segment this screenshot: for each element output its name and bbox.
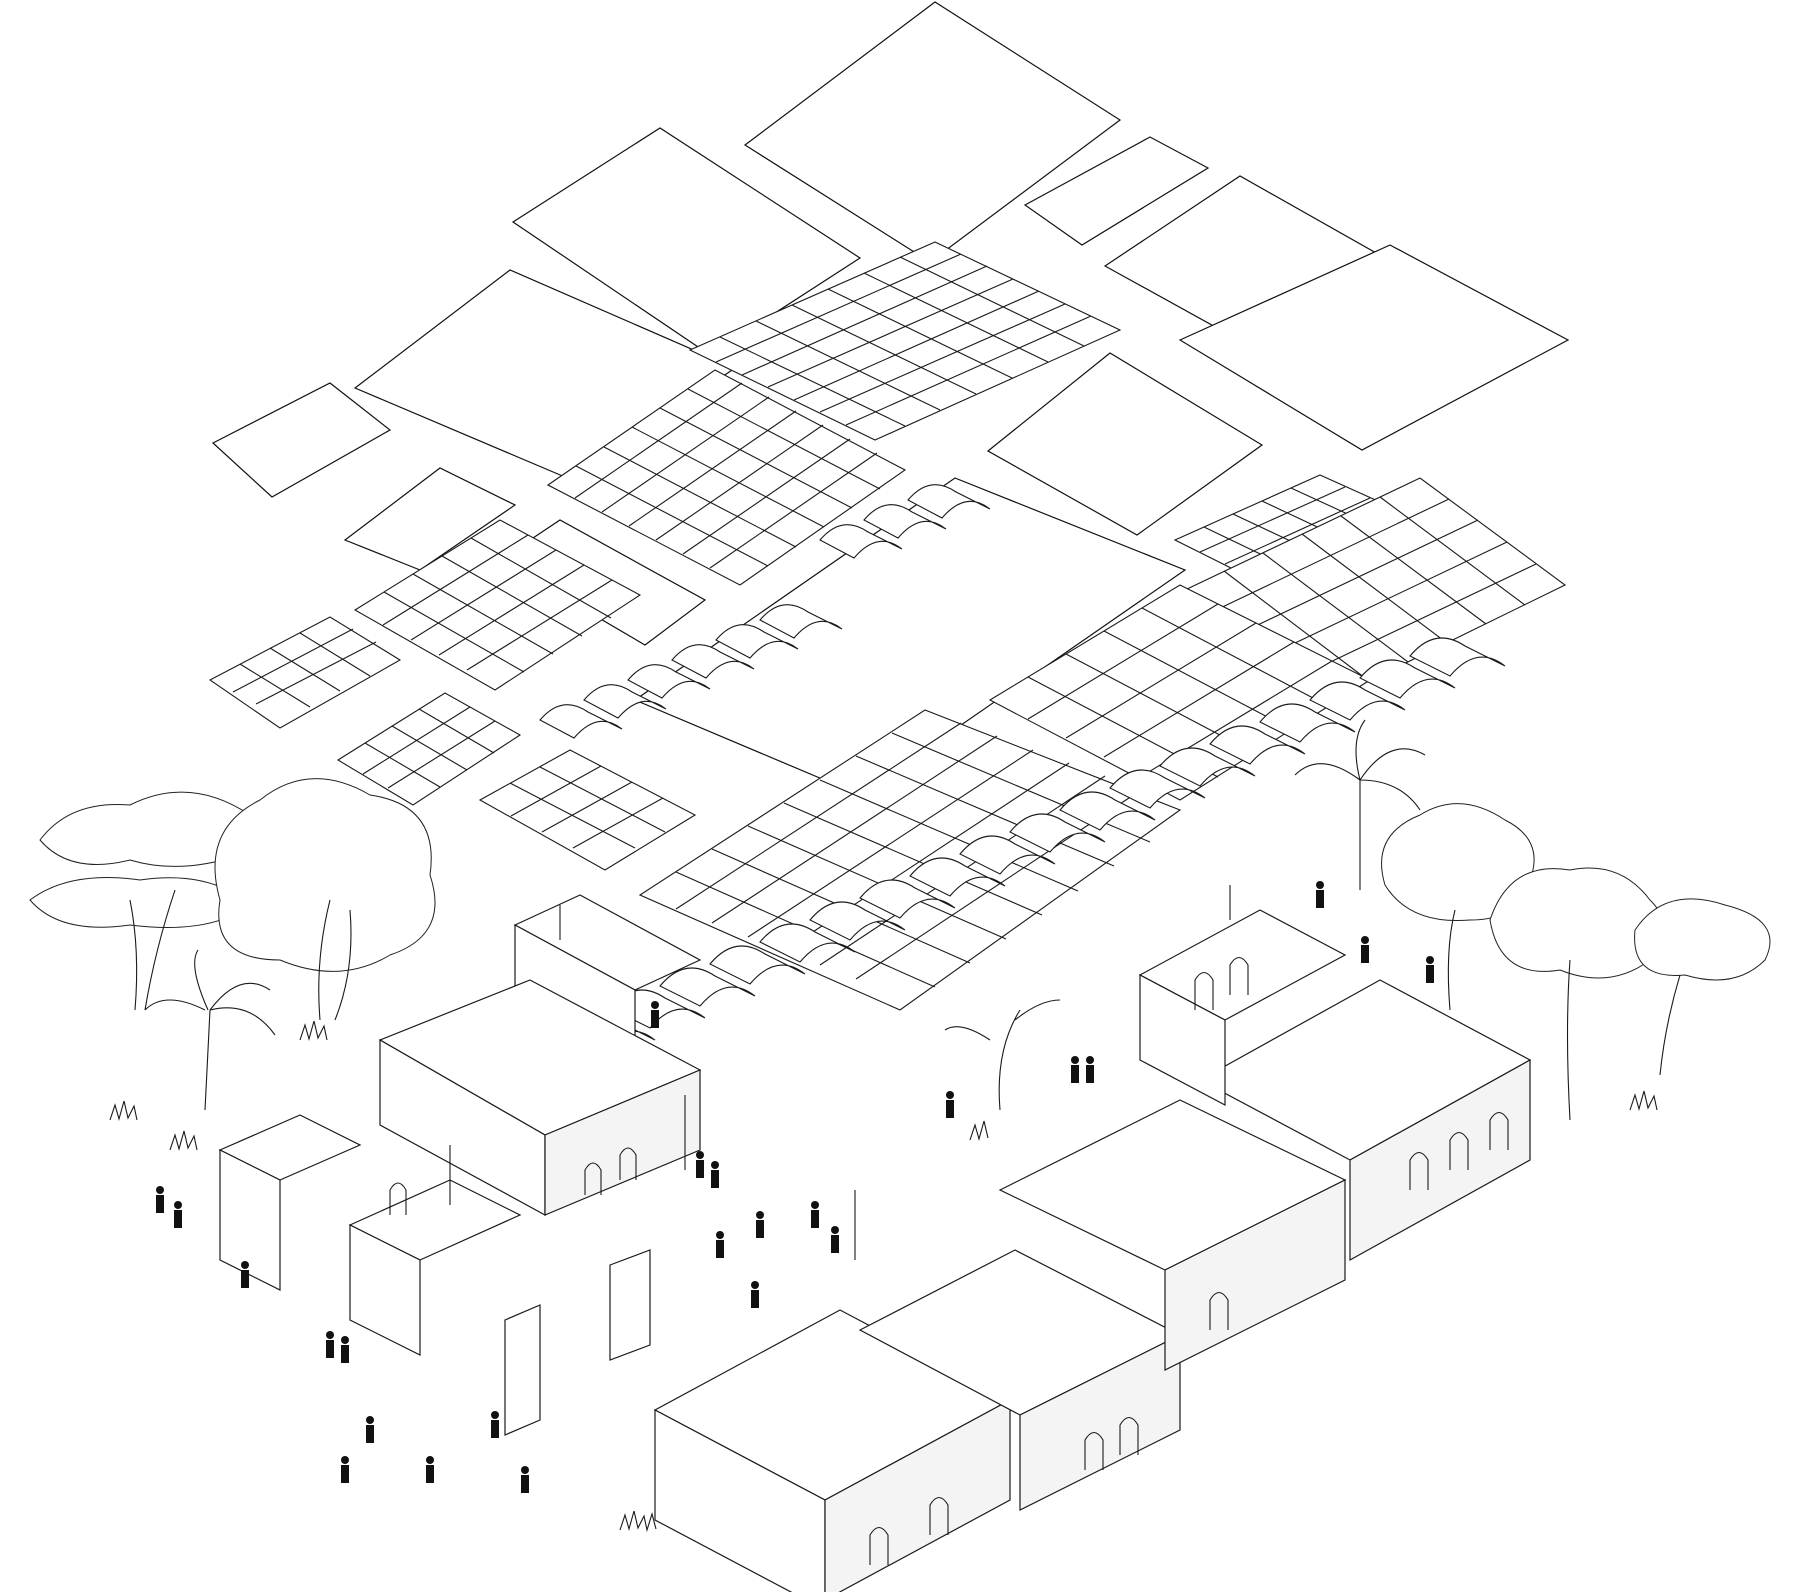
person-group [716,1231,724,1258]
person-group [326,1331,334,1358]
person-group [651,1001,659,1028]
tree-right-banana [1294,719,1426,890]
person-group [831,1226,839,1253]
tree-right-palm [1489,867,1666,1121]
person-group [1426,956,1434,983]
walls-layer [218,885,1532,1592]
person-group [1361,936,1369,963]
tree-left-round [214,778,436,1021]
person-group [711,1161,719,1188]
person-group [426,1456,434,1483]
person-group [366,1416,374,1443]
person-group [1086,1056,1094,1083]
tree-right-round [1381,803,1535,1011]
roof-sheets-layer [211,1,1570,796]
person-group [751,1281,759,1308]
person-group [521,1466,529,1493]
person-group [491,1411,499,1438]
barrel-vaults-layer [539,484,1506,1051]
person-group [341,1336,349,1363]
person-group [696,1151,704,1178]
tree-right-acacia [1634,898,1771,1076]
person-group [341,1456,349,1483]
person-group [946,1091,954,1118]
tree-courtyard [944,999,1061,1111]
trees-layer [29,719,1771,1558]
person-group [811,1201,819,1228]
person-group [1316,881,1324,908]
people-layer [156,881,1434,1493]
tree-left-banana [144,949,276,1111]
person-group [156,1186,164,1213]
person-group [241,1261,249,1288]
person-group [1071,1056,1079,1083]
person-group [174,1201,182,1228]
person-group [756,1211,764,1238]
